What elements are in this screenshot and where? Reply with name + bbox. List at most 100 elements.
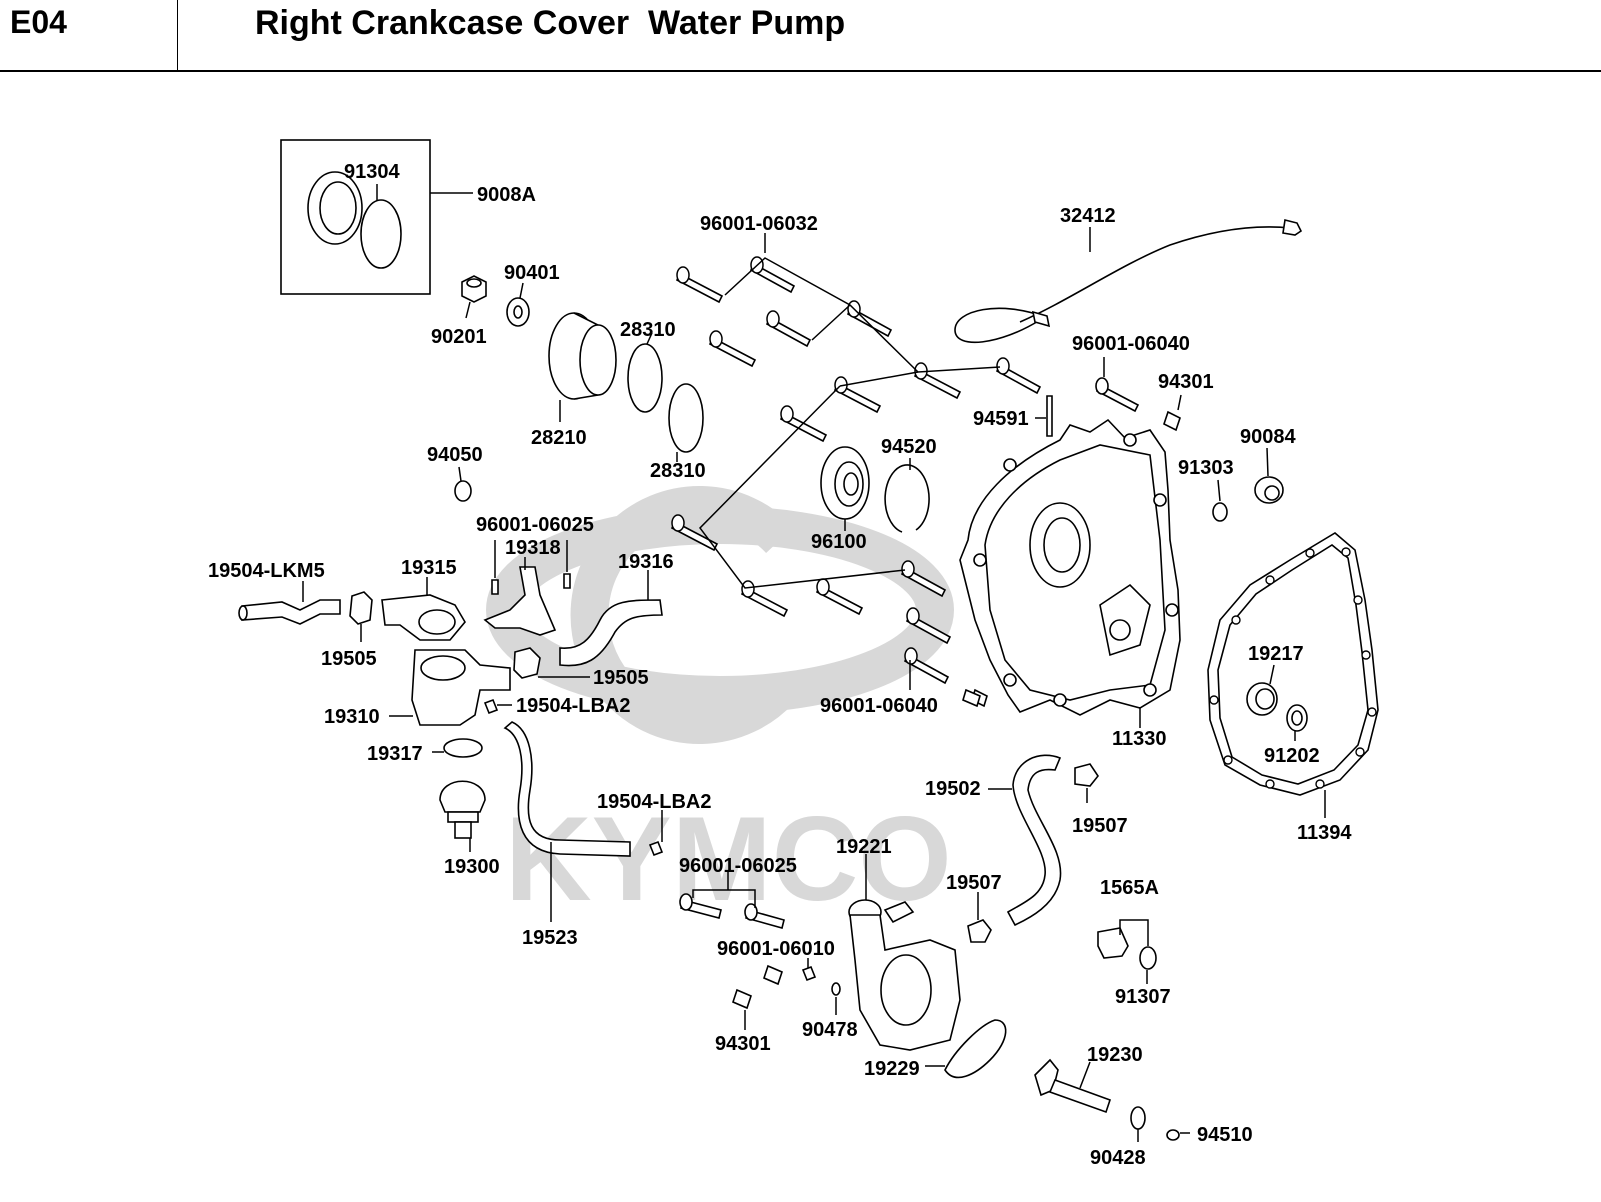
label-19523: 19523 [522,927,578,949]
label-96001-06040-lower: 96001-06040 [820,695,938,717]
label-94591: 94591 [973,408,1029,430]
part-94301-upper[interactable] [1163,394,1182,432]
part-19310-thermostat-housing[interactable] [389,649,511,726]
part-1565A[interactable] [1097,919,1157,970]
part-19507-clamp-upper[interactable] [1074,763,1099,803]
part-28310-lower[interactable] [668,383,704,462]
part-19507-clamp-lower[interactable] [967,892,992,943]
part-labels: 91304 9008A 90401 90201 28310 28210 2831… [208,161,1352,1169]
part-19523-hose[interactable] [503,721,631,922]
part-19300-thermostat[interactable] [439,780,486,852]
label-19507-upper: 19507 [1072,815,1128,837]
part-91202[interactable] [1286,704,1308,741]
part-19230-impeller-shaft[interactable] [1034,1058,1112,1114]
label-19504-LKM5: 19504-LKM5 [208,560,325,582]
label-90084: 90084 [1240,426,1296,448]
part-19318-bracket[interactable] [483,557,557,636]
label-19310: 19310 [324,706,380,728]
part-19504-LBA2-clamp-lower[interactable] [648,810,664,857]
label-1565A: 1565A [1100,877,1159,899]
label-28310-upper: 28310 [620,319,676,341]
label-19317: 19317 [367,743,423,765]
part-19505-clamp-lower[interactable] [513,647,590,679]
oil-filter-cap-icon [307,171,363,245]
label-94510: 94510 [1197,1124,1253,1146]
section-code: E04 [10,4,67,40]
part-19502-hose[interactable] [988,754,1062,927]
part-91303[interactable] [1212,479,1228,522]
label-19505-lower: 19505 [593,667,649,689]
part-90201[interactable] [461,275,487,319]
label-19300: 19300 [444,856,500,878]
label-91202: 91202 [1264,745,1320,767]
header-divider-horizontal [0,70,1601,72]
label-19315: 19315 [401,557,457,579]
bolt-group-96001-06032[interactable] [670,233,1042,685]
part-90428-washer[interactable] [1130,1106,1146,1142]
part-19317-o-ring[interactable] [432,738,483,758]
part-90401[interactable] [506,282,530,327]
part-19221-pump-cover[interactable] [848,854,961,1051]
label-19229: 19229 [864,1058,920,1080]
part-19504-LKM5-hose[interactable] [238,581,341,625]
part-96100-bearing[interactable] [820,446,870,531]
part-9008A-inset[interactable] [280,139,473,295]
part-19505-clamp-upper[interactable] [349,591,373,642]
part-19217[interactable] [1246,664,1278,716]
part-94510-clip[interactable] [1166,1129,1190,1141]
label-96001-06010: 96001-06010 [717,938,835,960]
label-90428: 90428 [1090,1147,1146,1169]
header-divider-vertical [177,0,178,71]
part-96001-06010-bolt[interactable] [801,958,817,982]
label-90201: 90201 [431,326,487,348]
label-28310-lower: 28310 [650,460,706,482]
part-90478[interactable] [831,982,841,1015]
part-11394-gasket[interactable] [1207,532,1379,818]
label-19230: 19230 [1087,1044,1143,1066]
part-19504-LBA2-clamp-upper[interactable] [483,698,512,715]
bolt-pair-96001-06025-lower[interactable] [679,872,785,929]
bolt-96001-06040-upper[interactable] [1095,357,1140,413]
part-94301-lower[interactable] [732,964,783,1030]
label-19504-LBA2-lower: 19504-LBA2 [597,791,712,813]
part-28310-upper[interactable] [627,332,663,413]
label-96001-06032: 96001-06032 [700,213,818,235]
part-94050[interactable] [454,466,472,502]
label-91303: 91303 [1178,457,1234,479]
label-94520: 94520 [881,436,937,458]
bolt-pair-96001-06025-upper[interactable] [491,540,571,595]
label-96001-06025-lower: 96001-06025 [679,855,797,877]
part-19315-housing[interactable] [381,577,466,641]
label-91307: 91307 [1115,986,1171,1008]
label-94050: 94050 [427,444,483,466]
page-title: Right Crankcase Cover Water Pump [255,4,846,42]
label-11330: 11330 [1112,728,1167,750]
label-19217: 19217 [1248,643,1304,665]
label-19507-lower: 19507 [946,872,1002,894]
label-96100: 96100 [811,531,867,553]
part-94520-circlip[interactable] [884,458,930,533]
label-32412: 32412 [1060,205,1116,227]
part-94591[interactable] [1035,395,1053,437]
part-32412-cable[interactable] [954,219,1303,344]
part-90084[interactable] [1254,447,1284,504]
bolt-group-96001-06040-lower[interactable] [909,660,981,708]
part-11330-crankcase-cover[interactable] [959,418,1181,728]
label-19221: 19221 [836,836,892,858]
page-header: E04 Right Crankcase Cover Water Pump [0,0,1601,72]
label-96001-06025-upper: 96001-06025 [476,514,594,536]
part-28210[interactable] [548,312,617,422]
label-19316: 19316 [618,551,674,573]
label-11394: 11394 [1297,822,1352,844]
label-9008A: 9008A [477,184,536,206]
label-94301-lower: 94301 [715,1033,771,1055]
label-19505-upper: 19505 [321,648,377,670]
part-19229-gasket[interactable] [925,1019,1007,1079]
label-28210: 28210 [531,427,587,449]
label-19504-LBA2-upper: 19504-LBA2 [516,695,631,717]
label-91304: 91304 [344,161,400,183]
inset-box [280,139,431,295]
part-19316-hose[interactable] [559,570,663,667]
o-ring-icon [360,199,402,269]
